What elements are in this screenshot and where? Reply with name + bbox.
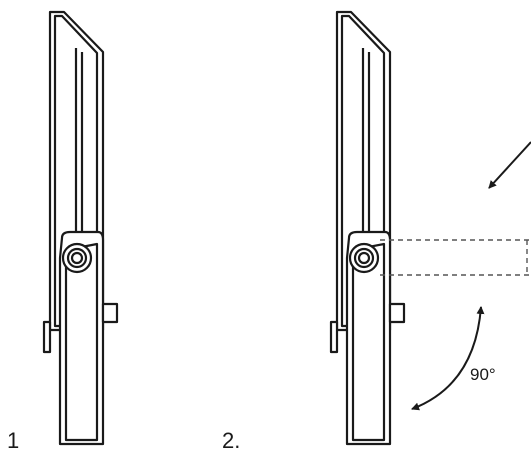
figure-1-floodlight-side-view bbox=[42, 10, 119, 446]
side-tab-bottom bbox=[388, 302, 406, 324]
dashed-rotated-position bbox=[380, 239, 531, 276]
rotation-angle-label: 90° bbox=[470, 365, 496, 384]
step-2-label: 2. bbox=[222, 428, 241, 453]
side-tab-top bbox=[329, 320, 339, 354]
pivot-knob-inner bbox=[357, 251, 371, 265]
pivot-knob-inner bbox=[70, 251, 84, 265]
mounting-bracket-inner bbox=[351, 242, 386, 442]
lamp-housing-inner bbox=[340, 14, 386, 328]
side-tab-bottom bbox=[101, 302, 119, 324]
mounting-bracket bbox=[58, 230, 105, 446]
diagonal-arrow-down-left-icon bbox=[488, 141, 531, 189]
figure-2-floodlight-side-view bbox=[329, 10, 406, 446]
mounting-bracket-inner bbox=[64, 242, 99, 442]
pivot-knob-mid bbox=[353, 247, 375, 269]
lamp-housing-inner bbox=[53, 14, 99, 328]
double-headed-curved-arrow-icon bbox=[411, 306, 485, 411]
pivot-knob-mid bbox=[66, 247, 88, 269]
step-1-label: 1 bbox=[7, 428, 20, 453]
side-tab-top bbox=[42, 320, 52, 354]
